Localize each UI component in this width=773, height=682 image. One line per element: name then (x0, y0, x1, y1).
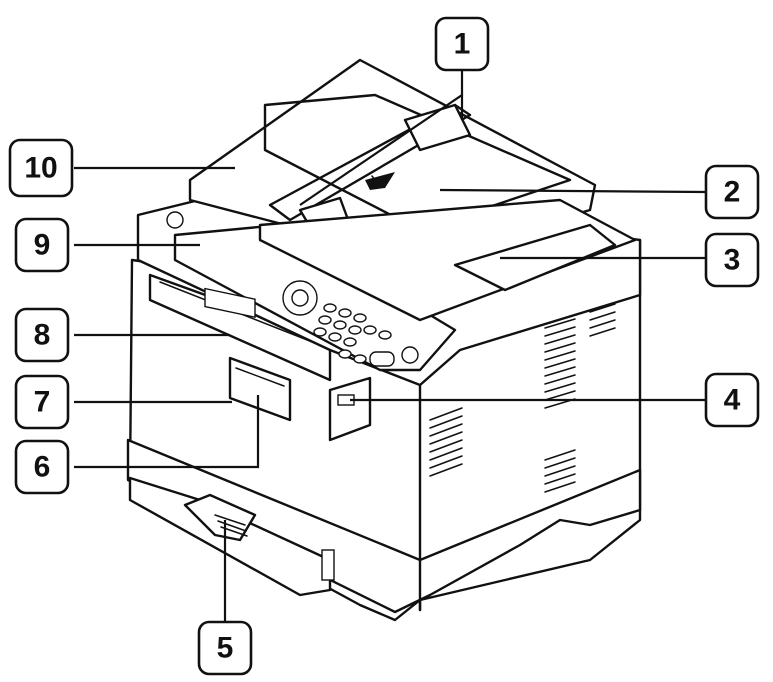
power-button (401, 346, 419, 364)
callout-3-label: 3 (724, 244, 741, 277)
callout-9: 9 (14, 217, 70, 273)
side-vents-upper (544, 287, 616, 409)
display-screen (204, 287, 256, 319)
callout-2-label: 2 (724, 176, 741, 209)
callout-4-label: 4 (724, 384, 741, 417)
callout-1-label: 1 (454, 28, 471, 61)
callout-8: 8 (14, 307, 70, 363)
usb-bezel (328, 376, 372, 442)
document-guide (268, 103, 472, 222)
nav-ok-button (291, 289, 309, 307)
callout-7-label: 7 (34, 386, 51, 419)
printer-illustration (126, 58, 642, 622)
callout-6: 6 (14, 439, 70, 495)
leader-6 (74, 395, 260, 469)
callout-9-label: 9 (34, 229, 51, 262)
start-button (369, 351, 395, 367)
callout-1: 1 (434, 16, 490, 72)
leader-2 (439, 188, 707, 194)
front-door-handle (228, 356, 292, 422)
tray-latch (321, 549, 335, 581)
callout-5: 5 (197, 620, 253, 676)
leader-lines (74, 68, 707, 625)
callout-8-label: 8 (34, 319, 51, 352)
keypad (313, 303, 392, 364)
paper-feed-icon (365, 172, 395, 190)
callout-4: 4 (704, 372, 760, 428)
callout-3: 3 (704, 232, 760, 288)
callout-10-label: 10 (24, 152, 57, 185)
callout-10: 10 (8, 138, 74, 198)
callout-7: 7 (14, 374, 70, 430)
callout-5-label: 5 (217, 632, 234, 665)
panel-knob (166, 211, 184, 229)
side-vents-lower (429, 407, 576, 493)
callout-2: 2 (704, 164, 760, 220)
callout-6-label: 6 (34, 451, 51, 484)
